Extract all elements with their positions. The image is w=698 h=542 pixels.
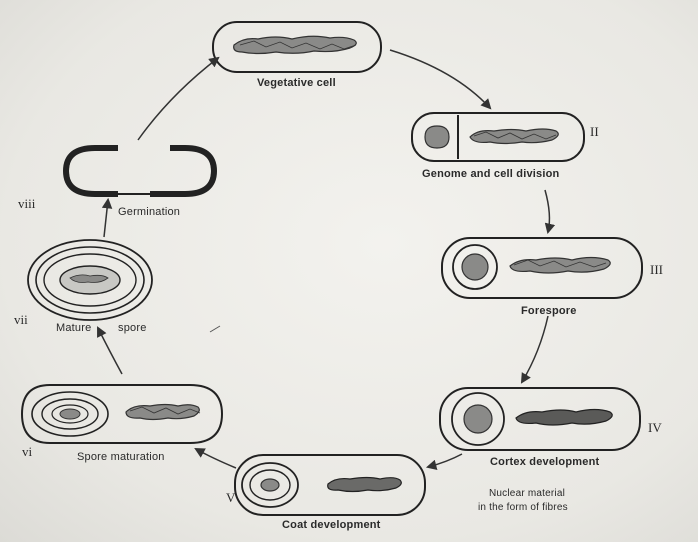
label-vegetative-cell: Vegetative cell	[257, 77, 336, 89]
numeral-iii: III	[650, 262, 663, 278]
arrow-vi-to-vii	[98, 328, 122, 374]
label-cortex-development: Cortex development	[490, 456, 599, 468]
note-line-1: Nuclear material	[489, 488, 565, 499]
numeral-iv: IV	[648, 420, 662, 436]
numeral-v: V	[226, 490, 235, 506]
numeral-vii: vii	[14, 312, 28, 328]
numeral-viii: viii	[18, 196, 35, 212]
vegetative-cell	[213, 22, 381, 72]
label-coat-development: Coat development	[282, 519, 381, 531]
arrow-viii-to-i	[138, 58, 218, 140]
numeral-vi: vi	[22, 444, 32, 460]
nuclear-fibres	[234, 36, 357, 53]
label-forespore: Forespore	[521, 305, 577, 317]
label-spore-maturation: Spore maturation	[77, 451, 165, 463]
forespore-cell	[442, 238, 642, 298]
arrow-iv-to-v	[428, 454, 462, 467]
genome-division-cell	[412, 113, 584, 161]
arrow-iii-to-iv	[522, 316, 548, 382]
numeral-ii: II	[590, 124, 599, 140]
arrow-ii-to-iii	[545, 190, 549, 232]
label-genome-division: Genome and cell division	[422, 168, 559, 180]
germinating-cell	[66, 148, 214, 194]
arrow-vii-to-viii	[104, 200, 108, 237]
cortex-development-cell	[440, 388, 640, 450]
arrow-v-to-vi	[196, 449, 236, 468]
label-germination: Germination	[118, 206, 180, 218]
note-line-2: in the form of fibres	[478, 502, 568, 513]
coat-development-cell	[235, 455, 425, 515]
label-spore: spore	[118, 322, 147, 334]
arrow-i-to-ii	[390, 50, 490, 108]
mature-spore	[28, 240, 152, 320]
label-mature: Mature	[56, 322, 91, 334]
spore-maturation-cell	[22, 385, 222, 443]
